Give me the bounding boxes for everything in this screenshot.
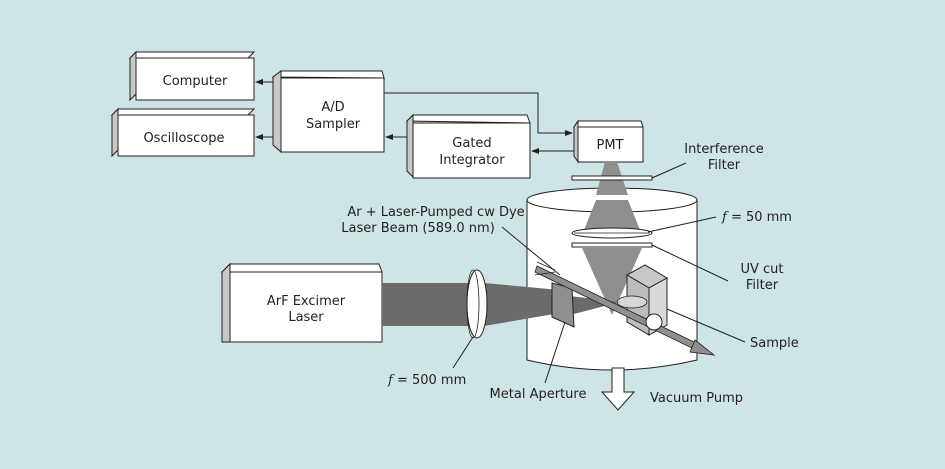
lens-50mm-label: f = 50 mm — [721, 210, 792, 225]
computer-label: Computer — [163, 74, 228, 89]
uv-filter-label-line1: UV cut — [740, 262, 783, 277]
gated-integrator-box: Gated Integrator — [405, 113, 531, 179]
computer-box: Computer — [128, 50, 256, 102]
ad-sampler-box: A/D Sampler — [271, 70, 385, 154]
lens-50mm — [571, 227, 653, 239]
interference-filter-label-line2: Filter — [708, 158, 741, 173]
lens-50mm-leader — [647, 216, 717, 233]
arf-laser-label-line2: Laser — [288, 310, 324, 325]
lens-500mm-label: f = 500 mm — [387, 373, 466, 388]
dye-laser-label-line2: Laser Beam (589.0 nm) — [341, 221, 495, 236]
uv-cut-filter — [571, 242, 653, 248]
arrow-sampler-to-pmt — [384, 92, 573, 136]
lens-500mm — [466, 269, 488, 339]
sample-holder — [616, 264, 669, 336]
interference-filter — [571, 175, 653, 181]
sample-leader — [666, 308, 746, 343]
sample-label: Sample — [750, 336, 799, 351]
pmt-label: PMT — [597, 138, 624, 153]
ad-sampler-label-line1: A/D — [321, 100, 344, 115]
dye-laser-beam — [534, 261, 716, 356]
oscilloscope-label: Oscilloscope — [143, 131, 224, 146]
oscilloscope-box: Oscilloscope — [110, 107, 256, 158]
vacuum-pump-label: Vacuum Pump — [650, 391, 743, 406]
lens-500mm-leader — [452, 336, 474, 369]
gated-integrator-label-line2: Integrator — [439, 153, 505, 168]
arf-laser-label-line1: ArF Excimer — [267, 294, 346, 309]
uv-cut-filter-leader — [651, 244, 729, 282]
arf-laser-box: ArF Excimer Laser — [220, 262, 383, 343]
vacuum-pump-arrow — [600, 367, 636, 411]
metal-aperture-leader — [544, 321, 566, 384]
signal-connections — [255, 79, 574, 154]
arf-laser-beam — [382, 283, 620, 326]
metal-aperture-label: Metal Aperture — [490, 387, 587, 402]
uv-filter-label-line2: Filter — [746, 278, 779, 293]
fluorescence-cone — [582, 162, 642, 315]
gated-integrator-label-line1: Gated — [452, 136, 491, 151]
dye-laser-label-line1: Ar + Laser-Pumped cw Dye — [347, 205, 524, 220]
pmt-box: PMT — [573, 119, 644, 164]
dye-laser-leader — [501, 226, 561, 276]
interference-filter-label-line1: Interference — [684, 142, 764, 157]
interference-filter-leader — [651, 162, 687, 179]
ad-sampler-label-line2: Sampler — [306, 117, 361, 132]
